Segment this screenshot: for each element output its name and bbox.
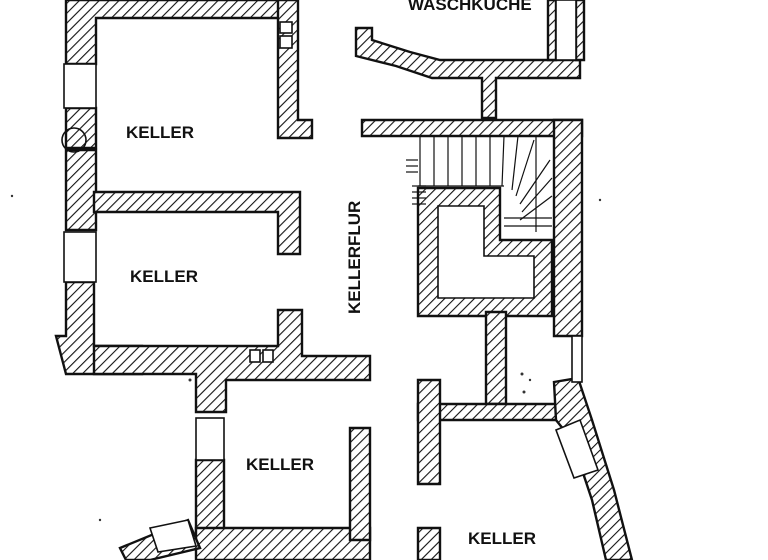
- label-keller-2: KELLER: [130, 267, 198, 286]
- wall-lower-cellar-right: [348, 426, 372, 542]
- wall-above-stairs: [360, 118, 584, 138]
- wall-right-outer: [552, 118, 584, 338]
- wall-laundry-right: [546, 0, 558, 62]
- staircase: [406, 135, 553, 232]
- window-bottom-left: [148, 519, 198, 553]
- window-laundry: [555, 0, 577, 61]
- wall-top-left: [64, 0, 298, 66]
- chimney-1: [279, 21, 293, 34]
- window-left-1: [63, 63, 97, 109]
- window-left-2: [63, 231, 97, 283]
- window-right-mid: [571, 335, 583, 383]
- label-kellerflur: KELLERFLUR: [345, 201, 364, 314]
- wall-laundry-curve: [354, 26, 582, 120]
- wall-mid-vertical: [484, 310, 508, 406]
- window-right-diag: [554, 418, 600, 480]
- label-keller-3: KELLER: [246, 455, 314, 474]
- label-waschkueche: WASCHKÜCHE: [408, 0, 532, 14]
- chimney-4: [262, 349, 274, 363]
- wall-bottom-right-stub: [416, 526, 442, 560]
- left-cellar-walls: [54, 0, 372, 414]
- wall-bottom-cellar-2: [92, 308, 372, 414]
- wall-left-mid: [64, 148, 98, 232]
- stair-enclosure-inner: [437, 205, 535, 299]
- wall-laundry-right-outer: [574, 0, 586, 62]
- center-walls: [354, 0, 634, 560]
- label-keller-1: KELLER: [126, 123, 194, 142]
- chimney-2: [279, 35, 293, 49]
- wall-upper-right: [276, 0, 314, 140]
- wall-lower-cellar-left: [194, 458, 226, 540]
- duct-circle: [61, 127, 87, 153]
- wall-lower-cellar-bottom: [194, 526, 372, 560]
- chimney-3: [249, 349, 261, 363]
- wall-left-lower-right: [416, 378, 442, 486]
- label-keller-4: KELLER: [468, 529, 536, 548]
- window-lower-left: [195, 417, 225, 461]
- wall-divider-1: [92, 190, 302, 256]
